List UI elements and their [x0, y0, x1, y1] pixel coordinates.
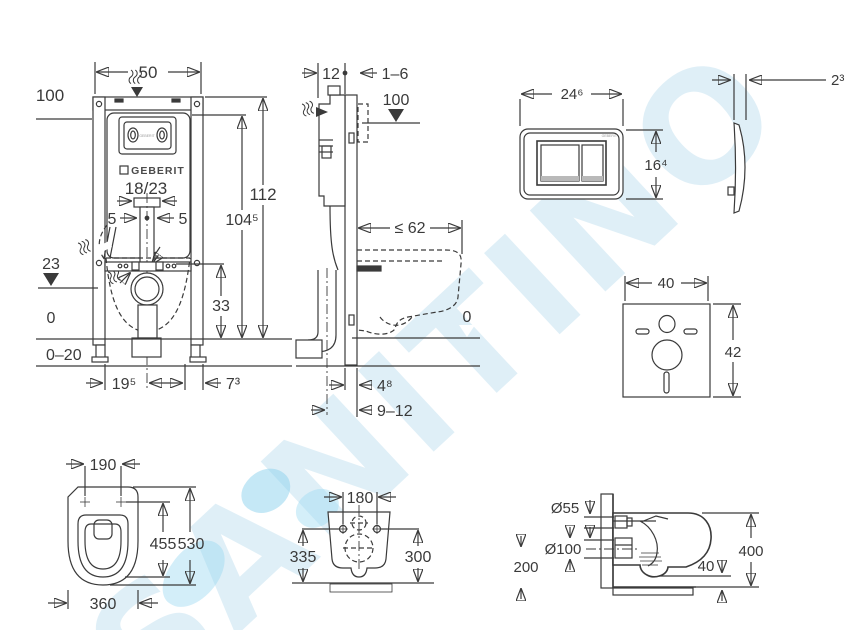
level-triangle-open-icon: [459, 325, 475, 337]
sound-insulation-icon: [299, 100, 317, 118]
model-label: 18/23: [125, 179, 168, 198]
arrow-right-icon: [316, 107, 328, 117]
dim-mat-width: 40: [658, 275, 675, 292]
wc-rear-view: 180 335 300: [290, 490, 434, 593]
drain-socket: [130, 272, 164, 306]
wc-top-view: 190 455 530 360: [48, 457, 204, 613]
flush-plate: [519, 128, 624, 200]
frame-side-view: 12 1–6 100 ≤ 62: [295, 63, 480, 420]
insulation-mat: [622, 303, 711, 398]
inspection-window: [118, 116, 177, 155]
flush-plate-front-view: 24⁶ GEBERIT 16⁴: [519, 86, 668, 200]
dim-plate-height: 16⁴: [644, 157, 667, 174]
dim-width: 360: [90, 596, 117, 613]
brand-logo-square-icon: [119, 165, 129, 175]
dim-bottom-left: 19⁵: [112, 376, 136, 393]
ground-hatch: [329, 583, 393, 593]
dim-height-right: 300: [405, 549, 432, 566]
plate-brand-label: GEBERIT: [602, 134, 618, 138]
mounting-panel: [344, 94, 358, 366]
dim-plate-width: 24⁶: [561, 86, 584, 103]
floor-hatch: [612, 587, 694, 596]
dim-rim-gap: 40: [698, 558, 715, 575]
dim-drain-pipe: Ø100: [545, 541, 582, 558]
dim-bottom-right: 7³: [226, 376, 241, 393]
wall-hatch: [600, 493, 614, 589]
flush-plate-side-view: 2³: [712, 72, 844, 214]
sound-insulation-icon: [75, 238, 93, 256]
dim-drain-height: 33: [212, 298, 230, 315]
dim-depth-inner: 455: [150, 536, 177, 553]
dim-height-total: 400: [738, 543, 763, 560]
wc-side-view: Ø55 Ø100 200 40 400: [513, 493, 764, 601]
level-triangle-open-icon: [43, 327, 59, 339]
dim-level-floor: 0: [463, 309, 472, 326]
wc-profile: [612, 512, 712, 578]
dim-offset-left: 5: [108, 211, 117, 228]
dim-height-left: 335: [290, 549, 317, 566]
dim-range: 9–12: [377, 403, 413, 420]
dim-depth-frame: 12: [322, 66, 340, 83]
cistern-side: [318, 94, 346, 207]
dim-front: 4⁸: [377, 378, 393, 395]
dim-hole-spacing: 190: [90, 457, 117, 474]
wc-bowl-outline: [67, 486, 139, 586]
dim-wc-depth-max: ≤ 62: [394, 220, 425, 237]
dim-level-drain: 23: [42, 256, 60, 273]
window-brand-label: GEBERIT: [139, 134, 155, 138]
arrow-down-icon: [131, 87, 143, 97]
dim-drain-height: 200: [513, 559, 538, 576]
dim-mat-height: 42: [725, 344, 742, 361]
flush-arrow-icon: [152, 246, 160, 264]
dim-depth-total: 530: [178, 536, 205, 553]
fixing-bolt: [356, 265, 382, 272]
dim-height-upper: 104⁵: [225, 212, 258, 229]
dim-ref-100: 100: [383, 92, 410, 109]
level-triangle-filled-icon: [43, 273, 59, 286]
level-triangle-open-icon: [42, 104, 60, 117]
dim-adjust-range: 0–20: [46, 347, 82, 364]
dim-width-top: 50: [139, 63, 158, 82]
dim-level-floor: 0: [47, 310, 56, 327]
wall-finish-layer: [357, 103, 369, 143]
dim-finish-range: 1–6: [382, 66, 409, 83]
dim-hole-spacing: 180: [347, 490, 374, 507]
brand-label: GEBERIT: [131, 165, 185, 177]
dim-ref-100: 100: [36, 86, 64, 105]
level-triangle-filled-icon: [388, 109, 404, 122]
dim-plate-thickness: 2³: [831, 72, 844, 89]
wc-silhouette-dashed: [356, 249, 462, 335]
dim-flush-pipe: Ø55: [551, 500, 579, 517]
frame-front-view: 50 100 GEBERIT: [36, 62, 292, 393]
dim-offset-right: 5: [179, 211, 188, 228]
insulation-mat-view: 40 42: [622, 275, 742, 398]
plate-profile: [733, 122, 746, 214]
dim-height-total: 112: [249, 185, 276, 204]
